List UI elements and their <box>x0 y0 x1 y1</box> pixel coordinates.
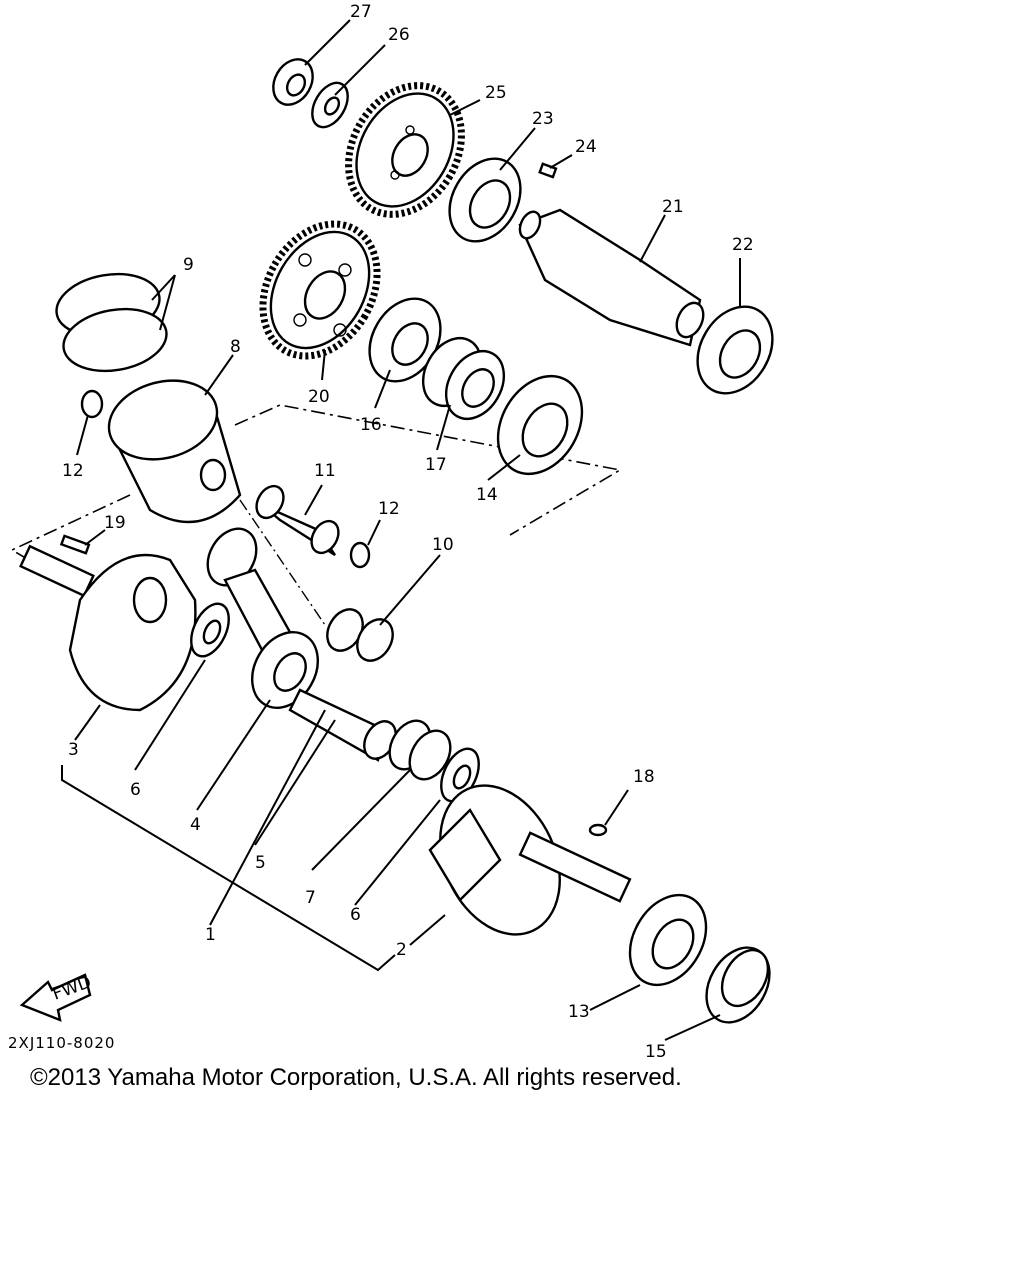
leader-lines <box>74 19 741 1041</box>
callout-17: 17 <box>425 455 447 475</box>
part-23-bearing <box>448 157 522 243</box>
part-5-crank-pin <box>288 688 397 762</box>
callout-18: 18 <box>633 767 655 787</box>
callout-3: 3 <box>68 740 79 760</box>
callout-19: 19 <box>104 513 126 533</box>
callout-26: 26 <box>388 25 410 45</box>
part-17-collar <box>421 337 506 420</box>
part-19-key <box>59 534 91 555</box>
part-20-gear <box>259 220 381 360</box>
part-15-oil-seal <box>705 946 771 1024</box>
part-4-connecting-rod <box>206 527 319 709</box>
drawing-code: 2XJ110-8020 <box>8 1034 116 1052</box>
part-13-bearing <box>628 893 708 987</box>
part-10-needle-bearing <box>326 608 394 662</box>
part-22-bearing <box>696 305 774 395</box>
callout-20: 20 <box>308 387 330 407</box>
callout-4: 4 <box>190 815 201 835</box>
callout-labels: 27 26 25 23 24 21 22 9 8 20 16 17 14 12 … <box>62 2 754 1062</box>
part-12-clip-left <box>80 389 104 419</box>
part-7-needle-bearing <box>388 719 452 781</box>
callout-21: 21 <box>662 197 684 217</box>
callout-1: 1 <box>205 925 216 945</box>
callout-13: 13 <box>568 1002 590 1022</box>
fwd-arrow-icon: FWD <box>19 972 94 1022</box>
part-16-bearing <box>368 297 442 383</box>
callout-5: 5 <box>255 853 266 873</box>
callout-7: 7 <box>305 888 316 908</box>
part-14-bearing <box>496 374 584 476</box>
callout-6-right: 6 <box>350 905 361 925</box>
part-25-gear <box>345 82 465 218</box>
callout-8: 8 <box>230 337 241 357</box>
callout-23: 23 <box>532 109 554 129</box>
callout-16: 16 <box>360 415 382 435</box>
callout-25: 25 <box>485 83 507 103</box>
callout-9: 9 <box>183 255 194 275</box>
callout-15: 15 <box>645 1042 667 1062</box>
part-9-piston-rings <box>55 272 168 373</box>
part-2-crank-right <box>428 784 632 936</box>
part-6-washer-left <box>190 602 230 658</box>
part-3-crank-left <box>19 544 197 712</box>
callout-22: 22 <box>732 235 754 255</box>
callout-6-left: 6 <box>130 780 141 800</box>
callout-10: 10 <box>432 535 454 555</box>
part-11-piston-pin <box>255 484 340 557</box>
callout-27: 27 <box>350 2 372 22</box>
copyright-notice: ©2013 Yamaha Motor Corporation, U.S.A. A… <box>30 1064 682 1091</box>
callout-11: 11 <box>314 461 336 481</box>
part-27-nut <box>272 58 314 106</box>
callout-12-left: 12 <box>62 461 84 481</box>
callout-12-right: 12 <box>378 499 400 519</box>
callout-14: 14 <box>476 485 498 505</box>
part-8-piston <box>107 379 242 524</box>
part-18-key <box>588 823 608 837</box>
callout-24: 24 <box>575 137 597 157</box>
part-26-washer <box>311 81 349 129</box>
group-bracket-lower <box>61 499 396 972</box>
part-21-balancer-shaft <box>518 208 705 347</box>
callout-2: 2 <box>396 940 407 960</box>
part-12-clip-right <box>349 541 371 569</box>
